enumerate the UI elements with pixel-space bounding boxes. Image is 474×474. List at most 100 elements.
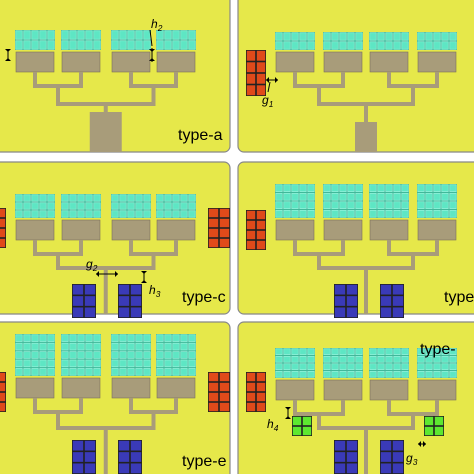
feed-line xyxy=(293,400,297,412)
parasitic-cell xyxy=(118,284,130,295)
patch-cell xyxy=(307,201,315,209)
parasitic-cell xyxy=(434,416,444,426)
feed-stem xyxy=(364,426,368,474)
parasitic-cell xyxy=(219,392,230,402)
patch-cell xyxy=(85,202,93,210)
patch-cell xyxy=(69,30,77,40)
patch-cell xyxy=(393,209,401,218)
radiating-patch-grid xyxy=(111,194,151,218)
patch-cell xyxy=(15,30,23,40)
patch-cell xyxy=(93,40,101,50)
parasitic-cell xyxy=(246,402,256,412)
patch-cell xyxy=(291,201,299,209)
parasitic-cell xyxy=(380,452,392,462)
arrow-head xyxy=(275,77,278,83)
patch-cell xyxy=(291,348,299,355)
patch-cell xyxy=(331,184,339,192)
patch-cell xyxy=(425,355,433,363)
patch-cell xyxy=(188,210,196,218)
parasitic-blue-right-d xyxy=(380,284,404,318)
patch-cell xyxy=(283,32,291,41)
patch-cell xyxy=(85,342,93,351)
parasitic-base xyxy=(208,208,230,248)
patch-cell xyxy=(291,370,299,378)
patch-cell xyxy=(172,342,180,351)
type-label-c: type-c xyxy=(182,289,226,306)
patch-cell xyxy=(323,370,331,378)
patch-cell xyxy=(77,40,85,50)
patch-cell xyxy=(119,351,127,359)
arrow-head xyxy=(141,271,147,274)
patch-cell xyxy=(401,370,409,378)
parasitic-cell xyxy=(72,440,84,451)
parasitic-cell xyxy=(219,208,230,218)
patch-cell xyxy=(449,32,457,41)
parasitic-cell xyxy=(392,440,404,451)
patch-cell xyxy=(355,363,363,370)
patch-cell xyxy=(143,202,151,210)
patch-cell xyxy=(347,32,355,41)
patch-cell xyxy=(417,370,425,378)
patch-cell xyxy=(15,342,23,351)
label-g3: g3 xyxy=(406,451,418,467)
patch-cell xyxy=(355,355,363,363)
patch-cell xyxy=(449,201,457,209)
patch-cell xyxy=(135,334,143,342)
feed-pad xyxy=(156,377,196,399)
patch-cell xyxy=(69,210,77,218)
patch-cell xyxy=(127,334,135,342)
patch-cell xyxy=(355,184,363,192)
feed-pad xyxy=(417,219,457,241)
feed-pad xyxy=(369,51,409,73)
parasitic-cell xyxy=(0,392,6,402)
patch-cell xyxy=(331,32,339,41)
patch-cell xyxy=(417,184,425,192)
patch-cell xyxy=(143,40,151,50)
parasitic-cell xyxy=(334,463,346,474)
feed-line xyxy=(411,412,415,426)
patch-cell xyxy=(299,348,307,355)
patch-cell xyxy=(15,334,23,342)
patch-cell xyxy=(369,184,377,192)
feed-line xyxy=(435,240,439,252)
parasitic-base xyxy=(246,210,266,250)
label-h4-base: h xyxy=(267,417,274,431)
label-h2: h2 xyxy=(151,17,163,33)
patch-cell xyxy=(77,351,85,359)
feed-line xyxy=(411,84,415,102)
patch-cell xyxy=(385,41,393,50)
feed-line xyxy=(129,240,133,252)
patch-cell xyxy=(39,210,47,218)
patch-cell xyxy=(172,210,180,218)
patch-cell xyxy=(23,40,31,50)
patch-cell xyxy=(23,334,31,342)
patch-cell xyxy=(111,359,119,368)
patch-cell xyxy=(299,370,307,378)
patch-cell xyxy=(111,40,119,50)
patch-cell xyxy=(143,334,151,342)
patch-cell xyxy=(143,210,151,218)
feed-line xyxy=(33,240,37,252)
feed-pad xyxy=(156,51,196,73)
patch-cell xyxy=(433,370,441,378)
patch-cell xyxy=(433,184,441,192)
patch-cell xyxy=(283,201,291,209)
parasitic-cell xyxy=(380,463,392,474)
patch-cell xyxy=(156,334,164,342)
feed-pad xyxy=(323,51,363,73)
patch-cell xyxy=(127,368,135,376)
feed-line xyxy=(174,72,178,84)
parasitic-cell xyxy=(302,426,312,436)
patch-cell xyxy=(119,30,127,40)
patch-cell xyxy=(377,348,385,355)
patch-cell xyxy=(441,41,449,50)
patch-cell xyxy=(39,40,47,50)
parasitic-cell xyxy=(246,210,256,220)
patch-cell xyxy=(401,209,409,218)
patch-cell xyxy=(180,351,188,359)
patch-cell xyxy=(441,201,449,209)
patch-cell xyxy=(393,32,401,41)
feed-line xyxy=(79,240,83,252)
arrow-head xyxy=(418,441,421,447)
